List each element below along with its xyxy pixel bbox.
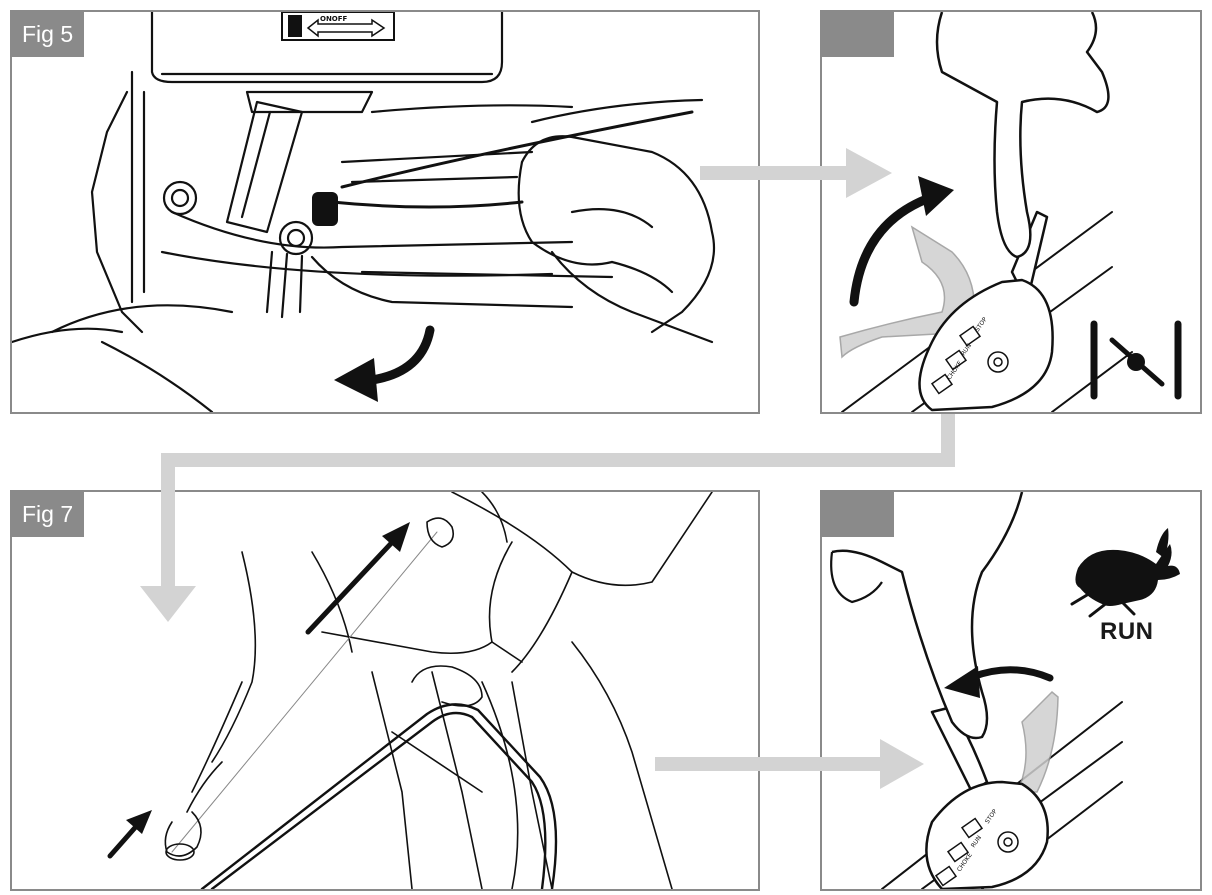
- engine-housing: [150, 12, 504, 84]
- fig-5-tab: Fig 5: [12, 12, 84, 57]
- cable-lever: [312, 192, 338, 226]
- mower-handle: [210, 711, 547, 889]
- engine-switch: ONOFF: [281, 12, 395, 41]
- panel-4-tab: [822, 492, 894, 537]
- pull-arrow-up: [305, 522, 410, 635]
- person-torso: [451, 492, 713, 587]
- choke-rotate-arrow: [849, 176, 954, 307]
- pull-arrow-small: [107, 810, 152, 859]
- fig-7-illustration: [107, 492, 713, 889]
- throttle-bracket: [225, 100, 304, 234]
- rabbit-icon: [1070, 528, 1180, 618]
- grip-hand: [411, 665, 483, 707]
- panel-fig-5: ONOFF Fig 5: [10, 10, 760, 414]
- hand: [520, 135, 716, 334]
- run-label: RUN: [1100, 618, 1154, 645]
- panel-fig-7: Fig 7: [10, 490, 760, 891]
- fig-7-tab: Fig 7: [12, 492, 84, 537]
- lever-ghost-run: [1015, 690, 1059, 793]
- lever-housing-run: [925, 780, 1049, 889]
- choke-valve-icon: [1090, 320, 1182, 400]
- panel-2-tab: [822, 12, 894, 57]
- engine-switch-label: ONOFF: [320, 15, 348, 23]
- rotate-arrow: [334, 325, 435, 402]
- lever-housing: [918, 278, 1054, 412]
- fig-5-illustration: ONOFF: [12, 12, 716, 412]
- right-hand: [426, 517, 455, 548]
- left-hand: [164, 811, 202, 857]
- finger: [935, 12, 1110, 259]
- run-rotate-arrow: [944, 666, 1054, 698]
